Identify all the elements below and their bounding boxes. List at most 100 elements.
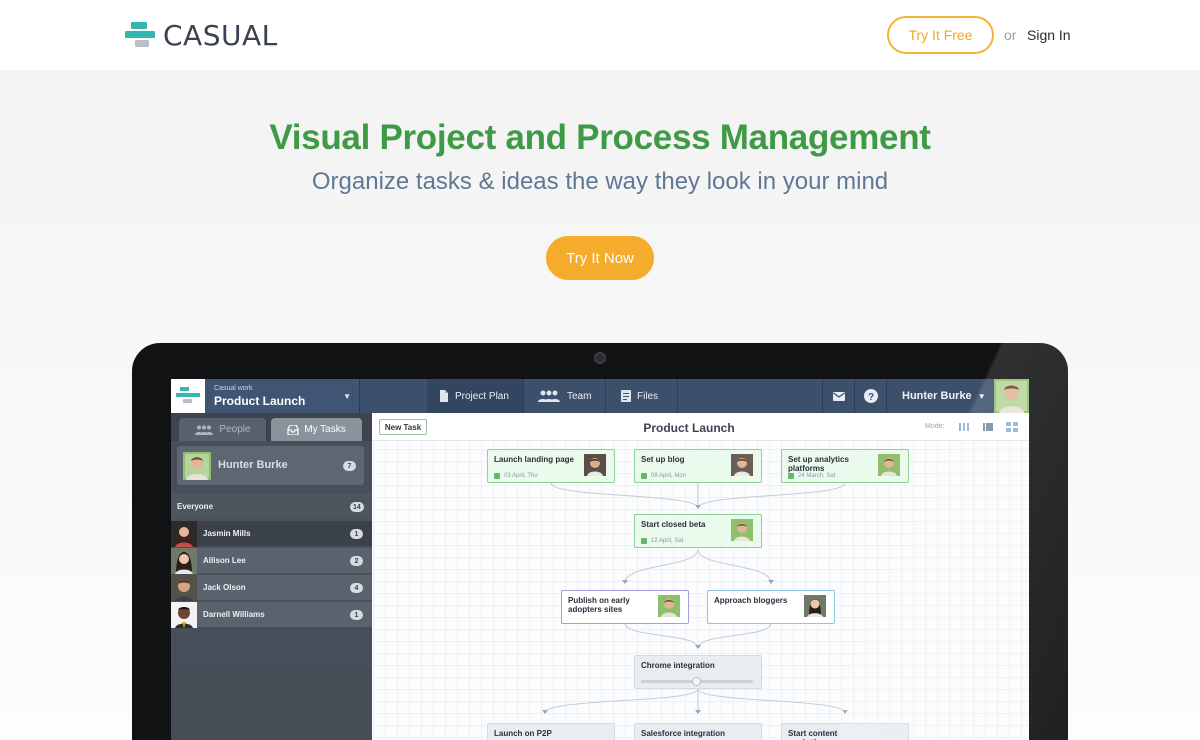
task-card[interactable]: Launch on P2P — [487, 723, 615, 740]
avatar — [878, 454, 900, 476]
task-count-badge: 7 — [343, 461, 356, 471]
list-item-person[interactable]: Jasmin Mills 1 — [171, 520, 372, 547]
columns-view-icon[interactable] — [957, 420, 971, 434]
logo-text: CASUAL — [163, 18, 278, 52]
tab-files[interactable]: Files — [605, 379, 677, 413]
tab-people[interactable]: People — [179, 418, 266, 441]
tab-label: Project Plan — [455, 390, 509, 402]
list-item-everyone[interactable]: Everyone 14 — [171, 493, 372, 519]
project-name: Product Launch — [214, 394, 306, 408]
slider-handle[interactable] — [692, 677, 701, 686]
sign-in-link[interactable]: Sign In — [1027, 27, 1071, 43]
count-badge: 4 — [350, 583, 363, 593]
hero-title: Visual Project and Process Management — [269, 118, 931, 157]
task-card[interactable]: Start closed beta 12 April, Sat — [634, 514, 762, 548]
count-badge: 1 — [350, 529, 363, 539]
new-task-button[interactable]: New Task — [379, 419, 427, 435]
files-icon — [621, 390, 631, 402]
task-date: 12 April, Sat — [651, 538, 684, 544]
task-date: 08 April, Mon — [651, 473, 687, 479]
checkbox-icon — [494, 473, 500, 479]
help-icon: ? — [863, 389, 878, 403]
tab-label: People — [219, 424, 251, 435]
person-name: Allison Lee — [203, 556, 246, 565]
task-title: Launch landing page — [494, 455, 575, 464]
map-view-icon[interactable] — [1005, 420, 1019, 434]
list-view-icon[interactable] — [981, 420, 995, 434]
people-icon — [195, 425, 214, 435]
task-title: Launch on P2P — [494, 729, 552, 738]
count-badge: 14 — [350, 502, 364, 512]
person-name: Jack Olson — [203, 583, 246, 592]
task-date: 03 April, Thu — [504, 473, 538, 479]
project-selector[interactable]: Casual work Product Launch ▼ — [205, 379, 360, 413]
task-title: Start closed beta — [641, 520, 706, 529]
laptop-mockup: Casual work Product Launch ▼ Project Pla… — [132, 343, 1068, 740]
mail-button[interactable] — [823, 379, 854, 413]
checkbox-icon — [641, 538, 647, 544]
avatar — [183, 452, 211, 480]
progress-slider[interactable] — [641, 677, 753, 686]
logo-mark-icon — [125, 21, 155, 49]
task-due-date: 03 April, Thu — [494, 473, 538, 479]
avatar[interactable] — [994, 379, 1029, 413]
person-name: Darnell Williams — [203, 610, 265, 619]
list-item-person[interactable]: Allison Lee 2 — [171, 547, 372, 574]
task-card[interactable]: Set up blog 08 April, Mon — [634, 449, 762, 483]
project-canvas[interactable]: New Task Product Launch Mode: — [373, 413, 1029, 740]
tab-project-plan[interactable]: Project Plan — [427, 379, 523, 413]
list-item-person[interactable]: Darnell Williams 1 — [171, 601, 372, 628]
sidebar: People My Tasks Hunter Burke 7 Everyone — [171, 413, 372, 740]
app-logo-icon[interactable] — [171, 379, 205, 413]
chevron-down-icon: ▼ — [977, 391, 986, 401]
svg-text:?: ? — [867, 392, 873, 403]
tab-label: My Tasks — [304, 424, 346, 435]
person-name: Jasmin Mills — [203, 529, 251, 538]
inbox-icon — [287, 424, 299, 435]
help-button[interactable]: ? — [855, 379, 886, 413]
task-title: Publish on early adopters sites — [568, 596, 630, 614]
task-card[interactable]: Publish on early adopters sites — [561, 590, 689, 624]
task-card[interactable]: Salesforce integration — [634, 723, 762, 740]
task-title: Chrome integration — [641, 661, 715, 670]
logo[interactable]: CASUAL — [125, 18, 278, 52]
team-icon — [538, 390, 560, 402]
task-title: Approach bloggers — [714, 596, 788, 605]
app-toolbar: Casual work Product Launch ▼ Project Pla… — [171, 379, 1029, 413]
avatar — [731, 454, 753, 476]
task-due-date: 08 April, Mon — [641, 473, 686, 479]
try-now-button[interactable]: Try It Now — [546, 236, 654, 280]
user-menu[interactable]: Hunter Burke ▼ — [886, 379, 994, 413]
task-title: Salesforce integration — [641, 729, 726, 738]
task-card[interactable]: Chrome integration — [634, 655, 762, 689]
sidebar-empty-area — [171, 667, 372, 740]
sidebar-tabs: People My Tasks — [171, 413, 372, 441]
app-screen: Casual work Product Launch ▼ Project Pla… — [171, 379, 1029, 740]
task-card[interactable]: Launch landing page 03 April, Thu — [487, 449, 615, 483]
or-text: or — [1004, 27, 1017, 43]
tab-label: Team — [567, 390, 592, 402]
task-date: 24 March, Sat — [798, 473, 836, 479]
current-user-card[interactable]: Hunter Burke 7 — [177, 446, 364, 485]
list-item-person[interactable]: Jack Olson 4 — [171, 574, 372, 601]
canvas-title: Product Launch — [643, 421, 735, 435]
avatar — [804, 595, 826, 617]
task-title: Set up blog — [641, 455, 685, 464]
mode-label: Mode: — [925, 423, 945, 430]
list-item-label: Everyone — [177, 502, 214, 511]
user-name: Hunter Burke — [902, 390, 972, 402]
count-badge: 1 — [350, 610, 363, 620]
current-user-name: Hunter Burke — [218, 459, 288, 471]
task-connectors — [542, 482, 848, 714]
try-free-button[interactable]: Try It Free — [887, 16, 994, 54]
top-header: CASUAL Try It Free or Sign In — [0, 0, 1200, 70]
camera-icon — [594, 352, 606, 364]
tab-my-tasks[interactable]: My Tasks — [271, 418, 362, 441]
task-card[interactable]: Set up analytics platforms 24 March, Sat — [781, 449, 909, 483]
tab-team[interactable]: Team — [523, 379, 605, 413]
avatar — [171, 602, 197, 628]
document-icon — [440, 390, 448, 402]
task-due-date: 24 March, Sat — [788, 473, 835, 479]
task-card[interactable]: Start content marketing — [781, 723, 909, 740]
task-card[interactable]: Approach bloggers — [707, 590, 835, 624]
